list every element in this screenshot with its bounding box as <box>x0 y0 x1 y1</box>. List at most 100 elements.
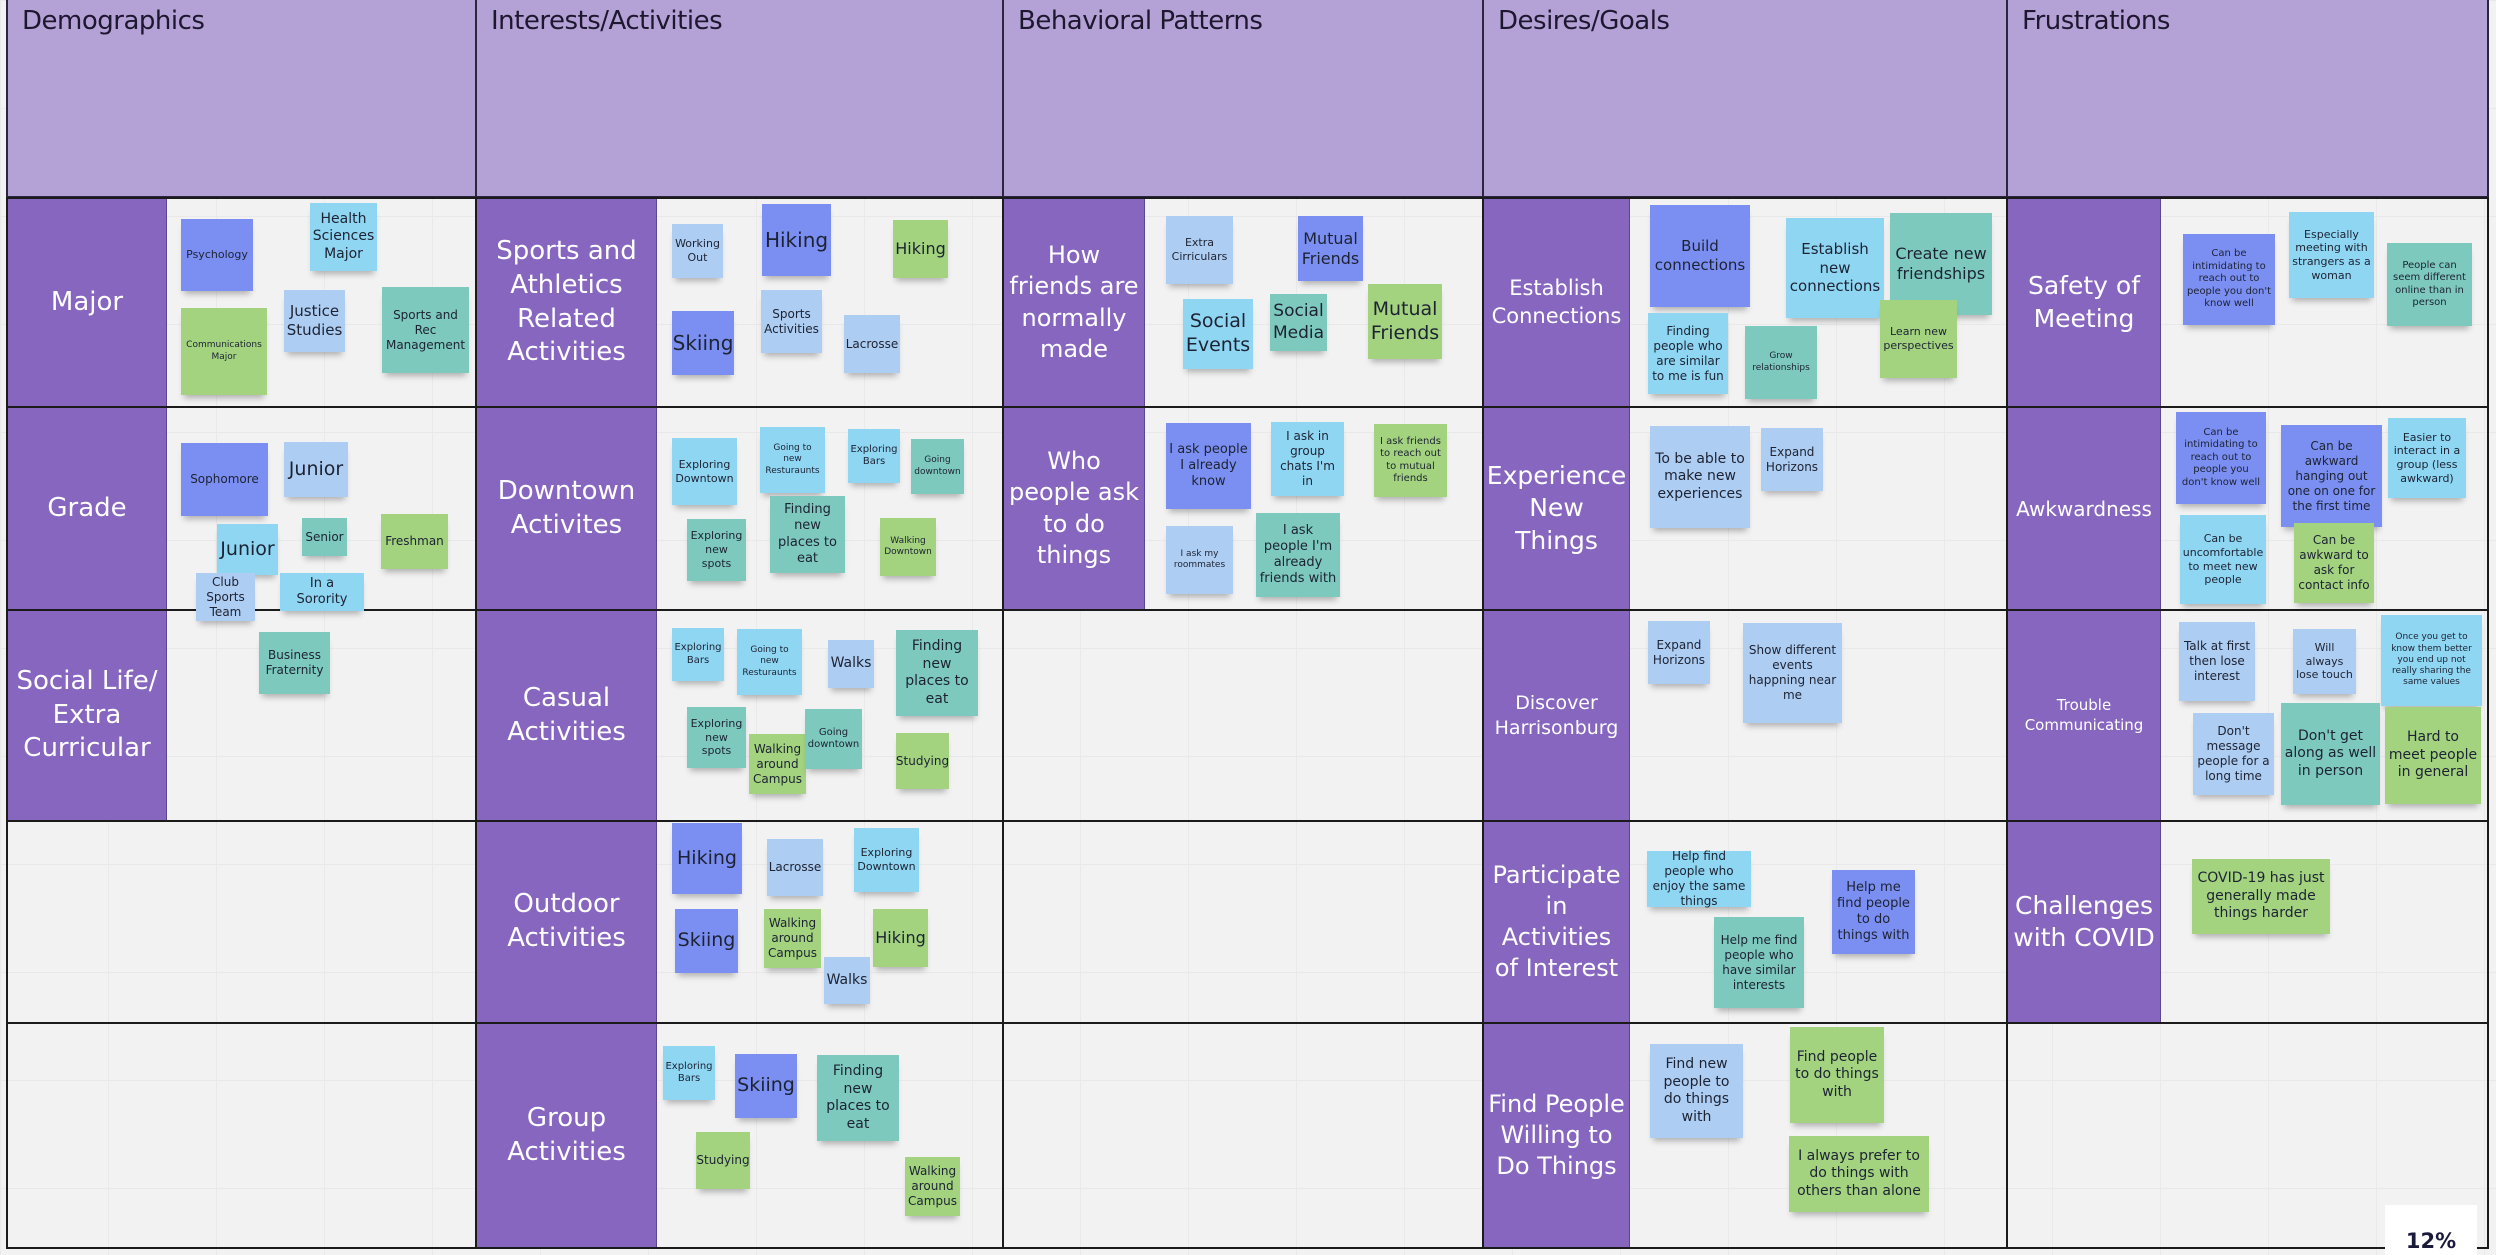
sticky-note[interactable]: Exploring Bars <box>663 1046 715 1100</box>
sticky-note[interactable]: Hiking <box>873 909 928 967</box>
sticky-note[interactable]: Finding people who are similar to me is … <box>1648 313 1728 394</box>
sticky-note[interactable]: Social Media <box>1270 294 1327 351</box>
sticky-note[interactable]: Psychology <box>181 219 253 291</box>
sticky-note[interactable]: To be able to make new experiences <box>1650 426 1750 528</box>
sticky-note[interactable]: Going to new Resturaunts <box>737 629 802 695</box>
sticky-note[interactable]: Senior <box>302 518 347 556</box>
sticky-note[interactable]: Sophomore <box>181 443 268 516</box>
sticky-note[interactable]: Can be intimidating to reach out to peop… <box>2176 412 2266 504</box>
sticky-note[interactable]: Studying <box>896 733 949 789</box>
sticky-note[interactable]: Don't message people for a long time <box>2193 713 2274 795</box>
sticky-note[interactable]: Expand Horizons <box>1761 428 1823 491</box>
sticky-note[interactable]: Exploring Bars <box>848 429 900 483</box>
sticky-note[interactable]: Health Sciences Major <box>310 203 377 271</box>
sticky-note[interactable]: Extra Cirriculars <box>1166 216 1233 284</box>
sticky-note[interactable]: Junior <box>217 524 278 575</box>
sticky-note[interactable]: Communications Major <box>181 308 267 395</box>
row-label-grade[interactable]: Grade <box>8 408 167 609</box>
sticky-note[interactable]: Business Fraternity <box>259 632 330 694</box>
sticky-note[interactable]: Especially meeting with strangers as a w… <box>2289 212 2374 298</box>
sticky-note[interactable]: Working Out <box>672 224 723 278</box>
sticky-note[interactable]: Skiing <box>672 311 734 375</box>
sticky-note[interactable]: Lacrosse <box>844 315 900 373</box>
column-header-interests[interactable]: Interests/Activities <box>475 0 1004 198</box>
row-label-participate[interactable]: Participate in Activities of Interest <box>1484 822 1630 1022</box>
sticky-note[interactable]: Create new friendships <box>1890 213 1992 315</box>
sticky-note[interactable]: Justice Studies <box>284 290 345 352</box>
sticky-note[interactable]: Help me find people to do things with <box>1832 870 1915 954</box>
sticky-note[interactable]: Exploring new spots <box>687 519 746 581</box>
row-label-discover[interactable]: Discover Harrisonburg <box>1484 611 1630 820</box>
sticky-note[interactable]: Mutual Friends <box>1368 284 1442 359</box>
sticky-note[interactable]: Finding new places to eat <box>770 496 845 573</box>
sticky-note[interactable]: Exploring new spots <box>687 707 746 768</box>
sticky-note[interactable]: Walking Downtown <box>880 518 936 576</box>
sticky-note[interactable]: COVID-19 has just generally made things … <box>2192 859 2330 934</box>
row-label-safety[interactable]: Safety of Meeting <box>2008 199 2161 406</box>
sticky-note[interactable]: Show different events happning near me <box>1743 623 1842 723</box>
row-label-friends-made[interactable]: How friends are normally made <box>1004 199 1145 406</box>
sticky-note[interactable]: Easier to interact in a group (less awkw… <box>2388 418 2466 498</box>
sticky-note[interactable]: Hiking <box>672 823 742 894</box>
row-label-establish[interactable]: Establish Connections <box>1484 199 1630 406</box>
row-label-major[interactable]: Major <box>8 199 167 406</box>
sticky-note[interactable]: Exploring Bars <box>672 628 724 681</box>
sticky-note[interactable]: Going to new Resturaunts <box>760 427 825 493</box>
sticky-note[interactable]: Once you get to know them better you end… <box>2381 615 2482 706</box>
row-label-trouble[interactable]: Trouble Communicating <box>2008 611 2161 820</box>
row-label-social-life[interactable]: Social Life/ Extra Curricular <box>8 611 167 820</box>
sticky-note[interactable]: Can be intimidating to reach out to peop… <box>2183 234 2275 325</box>
zoom-level-indicator[interactable]: 12% <box>2385 1205 2477 1255</box>
sticky-note[interactable]: I always prefer to do things with others… <box>1789 1136 1929 1212</box>
sticky-note[interactable]: Social Events <box>1183 299 1253 369</box>
sticky-note[interactable]: I ask my roommates <box>1166 526 1233 594</box>
sticky-note[interactable]: Hiking <box>893 220 948 278</box>
sticky-note[interactable]: Club Sports Team <box>196 573 255 621</box>
sticky-note[interactable]: Hiking <box>762 204 831 276</box>
sticky-note[interactable]: Skiing <box>735 1054 797 1118</box>
sticky-note[interactable]: Freshman <box>381 514 448 569</box>
sticky-note[interactable]: I ask people I'm already friends with <box>1256 513 1340 597</box>
sticky-note[interactable]: Walking around Campus <box>749 734 806 794</box>
sticky-note[interactable]: In a Sorority <box>280 573 364 611</box>
row-label-covid[interactable]: Challenges with COVID <box>2008 822 2161 1022</box>
column-header-demographics[interactable]: Demographics <box>6 0 477 198</box>
sticky-note[interactable]: Find new people to do things with <box>1650 1044 1743 1138</box>
sticky-note[interactable]: Build connections <box>1650 205 1750 307</box>
sticky-note[interactable]: Can be awkward hanging out one on one fo… <box>2281 425 2382 527</box>
sticky-note[interactable]: Sports and Rec Management <box>382 287 469 373</box>
sticky-note[interactable]: Talk at first then lose interest <box>2179 622 2255 701</box>
sticky-note[interactable]: Finding new places to eat <box>896 630 978 716</box>
sticky-note[interactable]: I ask friends to reach out to mutual fri… <box>1374 424 1447 497</box>
sticky-note[interactable]: Will always lose touch <box>2293 629 2356 694</box>
sticky-note[interactable]: Lacrosse <box>767 839 823 896</box>
row-label-downtown[interactable]: Downtown Activites <box>477 408 657 609</box>
sticky-note[interactable]: I ask in group chats I'm in <box>1271 422 1344 496</box>
sticky-note[interactable]: Can be uncomfortable to meet new people <box>2180 515 2266 604</box>
row-label-group[interactable]: Group Activities <box>477 1024 657 1247</box>
sticky-note[interactable]: Find people to do things with <box>1790 1027 1884 1123</box>
sticky-note[interactable]: Exploring Downtown <box>672 438 737 505</box>
sticky-note[interactable]: Hard to meet people in general <box>2385 707 2481 804</box>
sticky-note[interactable]: Walks <box>828 640 874 688</box>
sticky-note[interactable]: Learn new perspectives <box>1880 300 1957 378</box>
sticky-note[interactable]: Junior <box>284 442 348 497</box>
sticky-note[interactable]: Going downtown <box>805 709 862 769</box>
sticky-note[interactable]: Studying <box>696 1132 750 1189</box>
row-label-casual[interactable]: Casual Activities <box>477 611 657 820</box>
sticky-note[interactable]: Grow relationships <box>1745 326 1817 399</box>
sticky-note[interactable]: Finding new places to eat <box>817 1055 899 1141</box>
column-header-frustrations[interactable]: Frustrations <box>2006 0 2489 198</box>
column-header-desires[interactable]: Desires/Goals <box>1482 0 2008 198</box>
sticky-note[interactable]: Exploring Downtown <box>854 828 919 892</box>
row-label-awkwardness[interactable]: Awkwardness <box>2008 408 2161 609</box>
sticky-note[interactable]: Can be awkward to ask for contact info <box>2294 523 2374 603</box>
sticky-note[interactable]: I ask people I already know <box>1166 423 1251 509</box>
sticky-note[interactable]: People can seem different online than in… <box>2387 243 2472 326</box>
sticky-note[interactable]: Help find people who enjoy the same thin… <box>1647 849 1751 908</box>
sticky-note[interactable]: Going downtown <box>911 439 964 494</box>
sticky-note[interactable]: Don't get along as well in person <box>2281 703 2380 805</box>
sticky-note[interactable]: Walks <box>824 957 870 1004</box>
sticky-note[interactable]: Skiing <box>675 909 738 973</box>
row-label-sports[interactable]: Sports and Athletics Related Activities <box>477 199 657 406</box>
